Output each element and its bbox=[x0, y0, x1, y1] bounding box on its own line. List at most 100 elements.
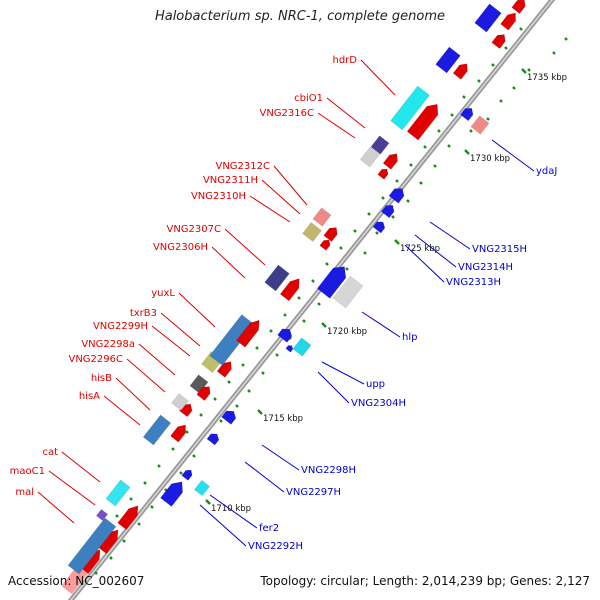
forward-gene-leader-hisa bbox=[103, 395, 141, 426]
axis-label-1730-kbp: 1730 kbp bbox=[470, 154, 510, 164]
tick-mark bbox=[519, 27, 523, 31]
forward-gene-leader-yuxl bbox=[178, 292, 216, 328]
tick-mark bbox=[255, 346, 259, 350]
forward-feature-13-arrow bbox=[196, 386, 211, 401]
tick-mark bbox=[317, 302, 321, 306]
reverse-feature-12 bbox=[381, 205, 395, 219]
reverse-gene-label-ydaj: ydaJ bbox=[536, 166, 557, 177]
forward-gene-label-vng2310h: VNG2310H bbox=[191, 191, 246, 202]
tick-mark bbox=[241, 363, 245, 367]
tick-mark bbox=[269, 329, 273, 333]
reverse-gene-label-vng2304h: VNG2304H bbox=[351, 398, 406, 409]
tick-mark bbox=[409, 163, 413, 167]
forward-gene-label-hisa: hisA bbox=[79, 391, 100, 402]
forward-gene-leader-cbio1 bbox=[326, 97, 366, 129]
tick-mark bbox=[297, 296, 301, 300]
reverse-feature-12-arrow bbox=[381, 205, 395, 219]
reverse-feature-3-box bbox=[194, 479, 210, 497]
tick-mark bbox=[213, 397, 217, 401]
forward-gene-label-vng2296c: VNG2296C bbox=[68, 354, 123, 365]
forward-gene-leader-hisb bbox=[115, 377, 151, 411]
tick-mark bbox=[406, 199, 410, 203]
forward-feature-17-arrow bbox=[236, 319, 260, 348]
major-tick bbox=[257, 409, 263, 415]
forward-feature-5 bbox=[96, 509, 108, 521]
major-tick bbox=[464, 149, 470, 155]
forward-gene-leader-vng2298a bbox=[138, 343, 176, 376]
tick-mark bbox=[423, 145, 427, 149]
tick-mark bbox=[227, 380, 231, 384]
reverse-feature-9 bbox=[316, 266, 347, 299]
tick-mark bbox=[345, 267, 349, 271]
forward-feature-21 bbox=[312, 207, 332, 227]
reverse-gene-label-upp: upp bbox=[366, 379, 385, 390]
forward-feature-24-box bbox=[359, 146, 381, 168]
tick-mark bbox=[261, 371, 265, 375]
forward-gene-label-vng2298a: VNG2298a bbox=[81, 339, 135, 350]
forward-feature-19 bbox=[279, 278, 300, 302]
axis-label-1725-kbp: 1725 kbp bbox=[400, 244, 440, 254]
reverse-gene-label-vng2315h: VNG2315H bbox=[472, 244, 527, 255]
forward-gene-leader-vng2296c bbox=[126, 358, 166, 393]
tick-mark bbox=[129, 497, 133, 501]
tick-mark bbox=[311, 279, 315, 283]
reverse-gene-label-vng2292h: VNG2292H bbox=[248, 541, 303, 552]
forward-feature-6 bbox=[105, 479, 131, 507]
tick-mark bbox=[179, 471, 183, 475]
forward-feature-16-box bbox=[209, 314, 255, 366]
tick-mark bbox=[564, 37, 568, 41]
forward-feature-33-arrow bbox=[500, 12, 516, 31]
tick-mark bbox=[199, 413, 203, 417]
forward-feature-19-arrow bbox=[279, 278, 300, 302]
forward-feature-29-arrow bbox=[406, 103, 439, 141]
forward-gene-label-vng2316c: VNG2316C bbox=[259, 108, 314, 119]
forward-feature-4-arrow bbox=[117, 505, 139, 530]
label-layer: malmaoC1cathisAhisBVNG2296CVNG2298aVNG22… bbox=[10, 55, 558, 552]
tick-mark bbox=[353, 229, 357, 233]
forward-gene-label-vng2299h: VNG2299H bbox=[93, 321, 148, 332]
forward-feature-13 bbox=[196, 386, 211, 401]
reverse-feature-13-arrow bbox=[388, 188, 405, 204]
forward-gene-label-maoc1: maoC1 bbox=[10, 466, 45, 477]
label-leader-layer bbox=[37, 59, 535, 547]
forward-feature-20-box bbox=[302, 222, 322, 242]
forward-feature-11 bbox=[171, 393, 189, 411]
reverse-gene-leader-vng2304h bbox=[317, 371, 350, 404]
reverse-feature-14 bbox=[460, 108, 474, 122]
reverse-feature-8 bbox=[285, 345, 294, 353]
map-title: Halobacterium sp. NRC-1, complete genome bbox=[154, 9, 446, 24]
reverse-feature-9-arrow bbox=[316, 266, 347, 299]
tick-mark bbox=[381, 196, 385, 200]
reverse-gene-leader-fer2 bbox=[209, 494, 258, 529]
feature-layer bbox=[61, 0, 526, 595]
forward-feature-22-arrow bbox=[323, 227, 338, 242]
forward-gene-label-txrb3: txrB3 bbox=[130, 308, 157, 319]
tick-mark bbox=[302, 319, 306, 323]
forward-feature-23-arrow bbox=[319, 239, 331, 251]
forward-feature-30 bbox=[435, 46, 461, 74]
tick-mark bbox=[157, 464, 161, 468]
forward-gene-label-cat: cat bbox=[42, 447, 58, 458]
tick-mark bbox=[247, 389, 251, 393]
reverse-feature-6 bbox=[277, 328, 293, 343]
forward-feature-24 bbox=[359, 146, 381, 168]
forward-gene-leader-vng2306h bbox=[211, 246, 246, 279]
reverse-gene-label-hlp: hlp bbox=[402, 332, 417, 343]
forward-gene-label-vng2312c: VNG2312C bbox=[215, 161, 270, 172]
forward-feature-16 bbox=[209, 314, 255, 366]
forward-gene-leader-vng2307c bbox=[224, 228, 266, 266]
axis-label-1715-kbp: 1715 kbp bbox=[263, 414, 303, 424]
forward-gene-label-hdrd: hdrD bbox=[333, 55, 358, 66]
reverse-gene-leader-vng2314h bbox=[414, 234, 457, 268]
forward-gene-leader-cat bbox=[61, 451, 101, 483]
forward-feature-9-arrow bbox=[170, 424, 186, 443]
tick-mark bbox=[109, 556, 113, 560]
reverse-feature-1 bbox=[160, 481, 183, 507]
tick-mark bbox=[469, 129, 473, 133]
tick-mark bbox=[527, 68, 531, 72]
tick-mark bbox=[499, 99, 503, 103]
forward-feature-7-box bbox=[67, 517, 117, 575]
forward-feature-7 bbox=[67, 517, 117, 575]
forward-gene-leader-txrb3 bbox=[160, 312, 201, 347]
